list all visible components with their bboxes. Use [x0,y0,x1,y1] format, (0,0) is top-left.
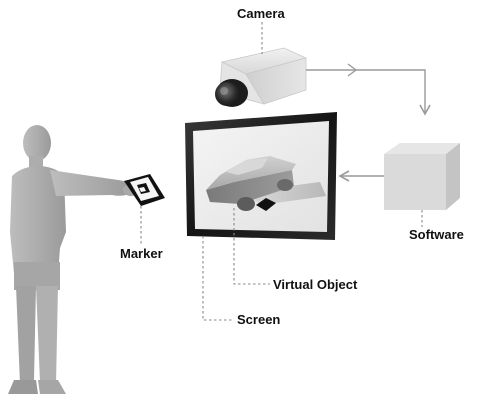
arrow-camera-to-software [306,69,431,116]
arrowhead-mid [347,63,358,77]
display-monitor [185,112,337,240]
virtual-object-label: Virtual Object [273,277,358,292]
marker-label: Marker [120,246,163,261]
marker-card [124,174,165,206]
signal-flow [306,63,431,182]
person-silhouette [8,125,139,394]
software-label: Software [409,227,464,242]
screen-label: Screen [237,312,281,327]
virtual-object-leader [233,208,270,285]
virtual-car [206,156,296,211]
camera-device [215,47,308,107]
leader-lines [140,22,423,321]
screen-leader [202,236,234,321]
software-box [384,143,460,210]
camera-label: Camera [237,6,285,21]
